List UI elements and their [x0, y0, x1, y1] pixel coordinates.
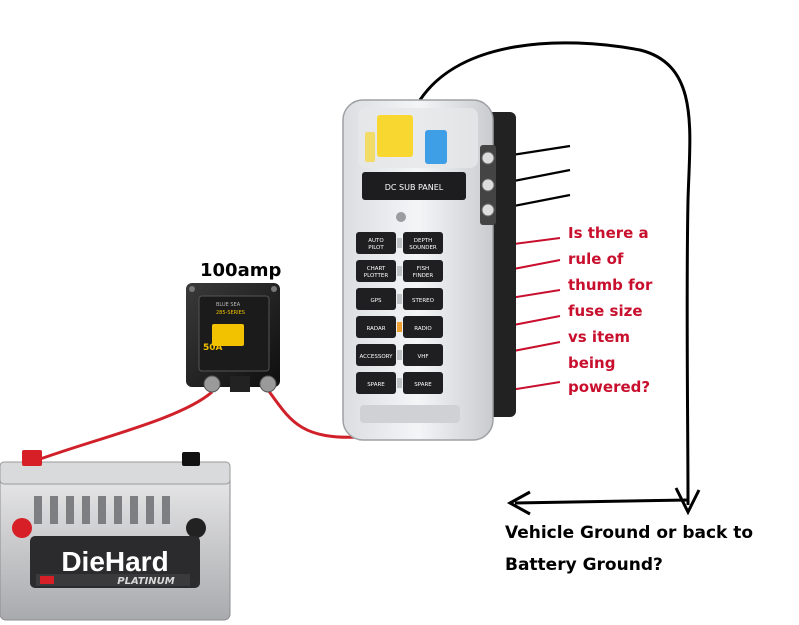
down-arrow-head — [674, 487, 701, 516]
question-line: thumb for — [568, 276, 653, 294]
circuit-label: GPS — [370, 298, 382, 304]
panel-title: DC SUB PANEL — [385, 183, 444, 192]
circuit-label-plate — [403, 344, 443, 366]
question-line: fuse size — [568, 302, 643, 320]
circuit-label: SPARE — [414, 382, 432, 388]
circuit-label: PLOTTER — [364, 273, 389, 279]
yellow-fuse-icon — [377, 115, 413, 157]
breaker-brand: BLUE SEA — [216, 302, 241, 308]
circuit-label-plate — [403, 260, 443, 282]
negative-post-icon — [186, 518, 206, 538]
battery-line: PLATINUM — [117, 576, 175, 587]
question-line: vs item — [568, 328, 630, 346]
fuse-slot-icon — [397, 266, 402, 276]
fuse-slot-icon — [397, 378, 402, 388]
circuit-label: CHART — [367, 266, 386, 272]
circuit-label-plate — [356, 232, 396, 254]
fuse-question: Is there a rule of thumb for fuse size v… — [568, 224, 653, 396]
circuit-label-plate — [356, 344, 396, 366]
circuit-label: RADIO — [414, 326, 432, 332]
circuit-label-plate — [403, 288, 443, 310]
battery: DieHard PLATINUM — [0, 450, 231, 621]
breaker-model: 285-SERIES — [216, 310, 245, 316]
ground-question-line: Vehicle Ground or back to — [505, 523, 753, 543]
circuit-label-plate — [356, 260, 396, 282]
circuit-label-plate — [403, 232, 443, 254]
fuse-slot-icon — [397, 238, 402, 248]
negative-terminal — [182, 452, 200, 466]
ground-question-line: Battery Ground? — [505, 555, 663, 575]
fuse-slot-icon — [397, 350, 402, 360]
circuit-label: FISH — [417, 266, 429, 272]
panel-title-plate — [362, 172, 466, 200]
circuit-breaker: BLUE SEA 285-SERIES 50A — [186, 283, 280, 393]
circuit-label: SPARE — [367, 382, 385, 388]
fuse-slot-icon — [397, 322, 402, 332]
circuit-label: SOUNDER — [409, 245, 437, 251]
question-line: being — [568, 354, 615, 372]
circuit-label: STEREO — [412, 298, 435, 304]
circuit-label-plate — [356, 316, 396, 338]
ground-question: Vehicle Ground or back to Battery Ground… — [505, 523, 753, 575]
blue-fuse-icon — [425, 130, 447, 164]
breaker-rating: 50A — [203, 343, 223, 353]
left-arrow-head — [506, 490, 531, 516]
circuit-label: DEPTH — [414, 238, 433, 244]
circuit-label: FINDER — [413, 273, 434, 279]
circuit-label: ACCESSORY — [360, 354, 394, 360]
circuit-label: VHF — [417, 354, 428, 360]
ground-loop-wire — [418, 41, 701, 516]
question-line: rule of — [568, 250, 624, 268]
question-line: Is there a — [568, 224, 649, 242]
breaker-label: 100amp — [200, 260, 281, 281]
question-line: powered? — [568, 378, 650, 396]
circuit-label-plate — [403, 316, 443, 338]
circuit-label-plate — [356, 372, 396, 394]
battery-brand: DieHard — [61, 546, 168, 577]
circuit-label-plate — [403, 372, 443, 394]
circuit-label: PILOT — [368, 245, 384, 251]
circuit-label-plate — [356, 288, 396, 310]
positive-terminal — [22, 450, 42, 466]
circuit-label: RADAR — [366, 326, 385, 332]
fuse-slot-icon — [397, 294, 402, 304]
positive-post-icon — [12, 518, 32, 538]
circuit-label: AUTO — [368, 238, 384, 244]
breaker-yellow-lever — [212, 324, 244, 346]
